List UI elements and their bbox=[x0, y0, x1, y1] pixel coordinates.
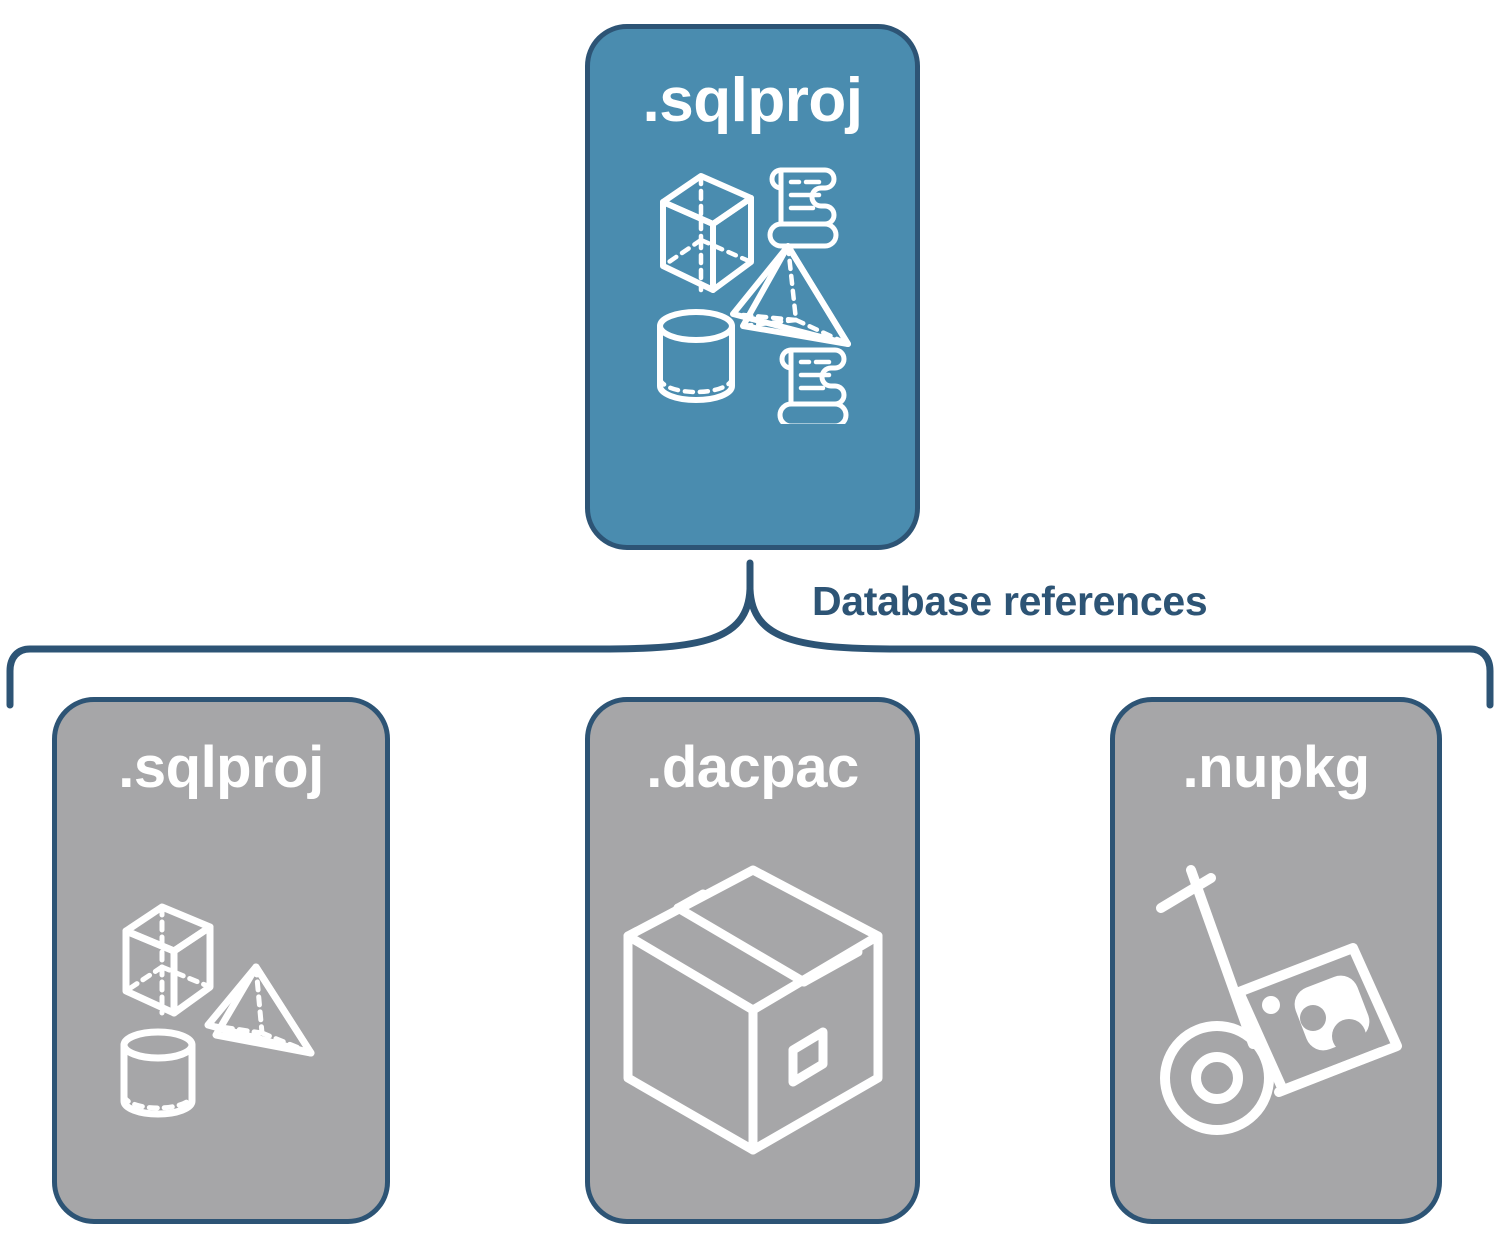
reference-dacpac-icon-area bbox=[590, 801, 915, 1219]
database-objects-icon bbox=[120, 903, 315, 1118]
database-references-brace bbox=[6, 559, 1494, 709]
root-sqlproj-label: .sqlproj bbox=[642, 66, 863, 135]
package-box-icon bbox=[623, 865, 882, 1155]
reference-dacpac-label: .dacpac bbox=[646, 735, 859, 800]
pyramid-wireframe-icon bbox=[729, 243, 851, 347]
reference-card-dacpac[interactable]: .dacpac bbox=[585, 697, 920, 1224]
root-icon-group bbox=[633, 154, 873, 429]
reference-nupkg-label: .nupkg bbox=[1182, 735, 1370, 800]
reference-nupkg-icon-area bbox=[1115, 801, 1437, 1219]
scroll-document-icon bbox=[777, 347, 848, 429]
database-references-label: Database references bbox=[812, 578, 1208, 624]
reference-sqlproj-icon-area bbox=[57, 801, 385, 1219]
hand-truck-package-icon bbox=[1156, 865, 1402, 1135]
cylinder-wireframe-icon bbox=[656, 309, 735, 403]
brace-left-arm bbox=[6, 585, 754, 709]
reference-card-sqlproj[interactable]: .sqlproj bbox=[52, 697, 390, 1224]
reference-card-nupkg[interactable]: .nupkg bbox=[1110, 697, 1442, 1224]
scroll-document-icon bbox=[767, 167, 838, 249]
root-sqlproj-card[interactable]: .sqlproj bbox=[585, 24, 920, 550]
reference-sqlproj-label: .sqlproj bbox=[118, 735, 324, 800]
cube-wireframe-icon bbox=[659, 173, 754, 293]
